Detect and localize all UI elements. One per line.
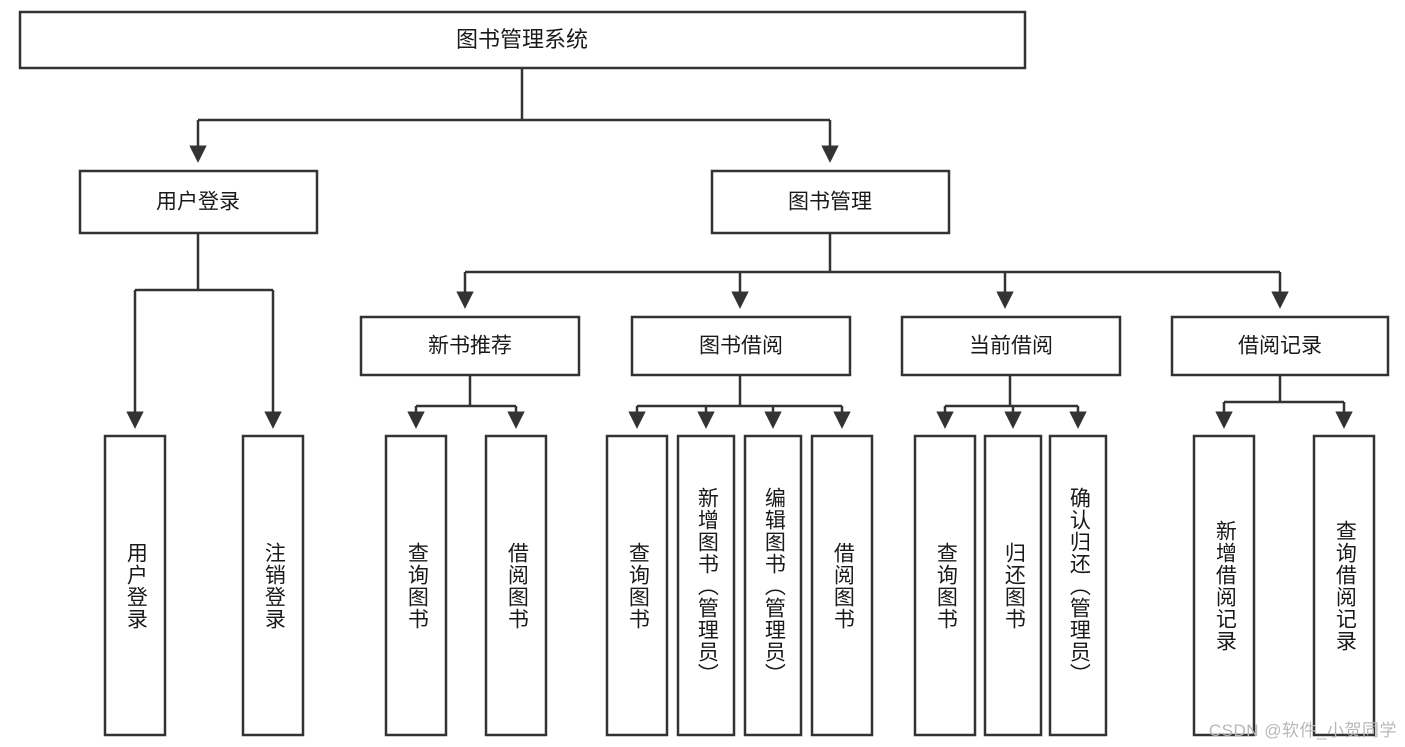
node-user-login-label: 用户登录 (156, 191, 240, 214)
node-current-borrow-label: 当前借阅 (969, 335, 1053, 358)
leaf-box-add-record[interactable] (1192, 434, 1256, 737)
connector-group-book-borrow-to-leaves (628, 375, 851, 429)
node-user-login-box (78, 169, 319, 235)
node-book-management-label: 图书管理 (788, 191, 872, 214)
node-book-borrow[interactable]: 图书借阅 (630, 315, 852, 377)
leaf-box-logout[interactable] (241, 434, 305, 737)
leaf-box-edit-book[interactable] (743, 434, 803, 737)
connector-group-root-to-level2 (189, 68, 839, 163)
node-borrow-records-label: 借阅记录 (1238, 335, 1322, 358)
node-new-book-recommend[interactable]: 新书推荐 (359, 315, 581, 377)
node-book-borrow-label: 图书借阅 (699, 335, 783, 358)
node-book-management[interactable]: 图书管理 (710, 169, 951, 235)
leaf-box-user-login[interactable] (103, 434, 167, 737)
watermark-text: CSDN @软件_小贺同学 (1208, 721, 1397, 740)
leaf-box-group (103, 434, 1376, 737)
leaf-box-borrow-book-newbook[interactable] (484, 434, 548, 737)
leaf-box-query-book-borrow[interactable] (605, 434, 669, 737)
connector-group-current-borrow-to-leaves (936, 375, 1087, 429)
connector-group-borrow-records-to-leaves (1215, 375, 1353, 429)
node-root[interactable]: 图书管理系统 (18, 10, 1027, 70)
connector-group-book-management-to-level3 (456, 233, 1289, 309)
leaf-box-query-book-newbook[interactable] (384, 434, 448, 737)
node-user-login[interactable]: 用户登录 (78, 169, 319, 235)
leaf-box-confirm-return[interactable] (1048, 434, 1108, 737)
leaf-box-return-book[interactable] (983, 434, 1043, 737)
leaf-box-query-record[interactable] (1312, 434, 1376, 737)
node-current-borrow[interactable]: 当前借阅 (900, 315, 1122, 377)
node-current-borrow-box (900, 315, 1122, 377)
node-book-borrow-box (630, 315, 852, 377)
node-root-box (18, 10, 1027, 70)
node-borrow-records[interactable]: 借阅记录 (1170, 315, 1390, 377)
node-new-book-recommend-label: 新书推荐 (428, 335, 512, 358)
node-new-book-recommend-box (359, 315, 581, 377)
leaf-box-query-book-current[interactable] (913, 434, 977, 737)
leaf-box-add-book[interactable] (676, 434, 736, 737)
node-root-label: 图书管理系统 (456, 27, 588, 52)
connector-group-user-login-to-leaves (126, 233, 282, 429)
connector-group-new-book-to-leaves (407, 375, 525, 429)
leaf-box-borrow-book[interactable] (810, 434, 874, 737)
node-borrow-records-box (1170, 315, 1390, 377)
node-book-management-box (710, 169, 951, 235)
